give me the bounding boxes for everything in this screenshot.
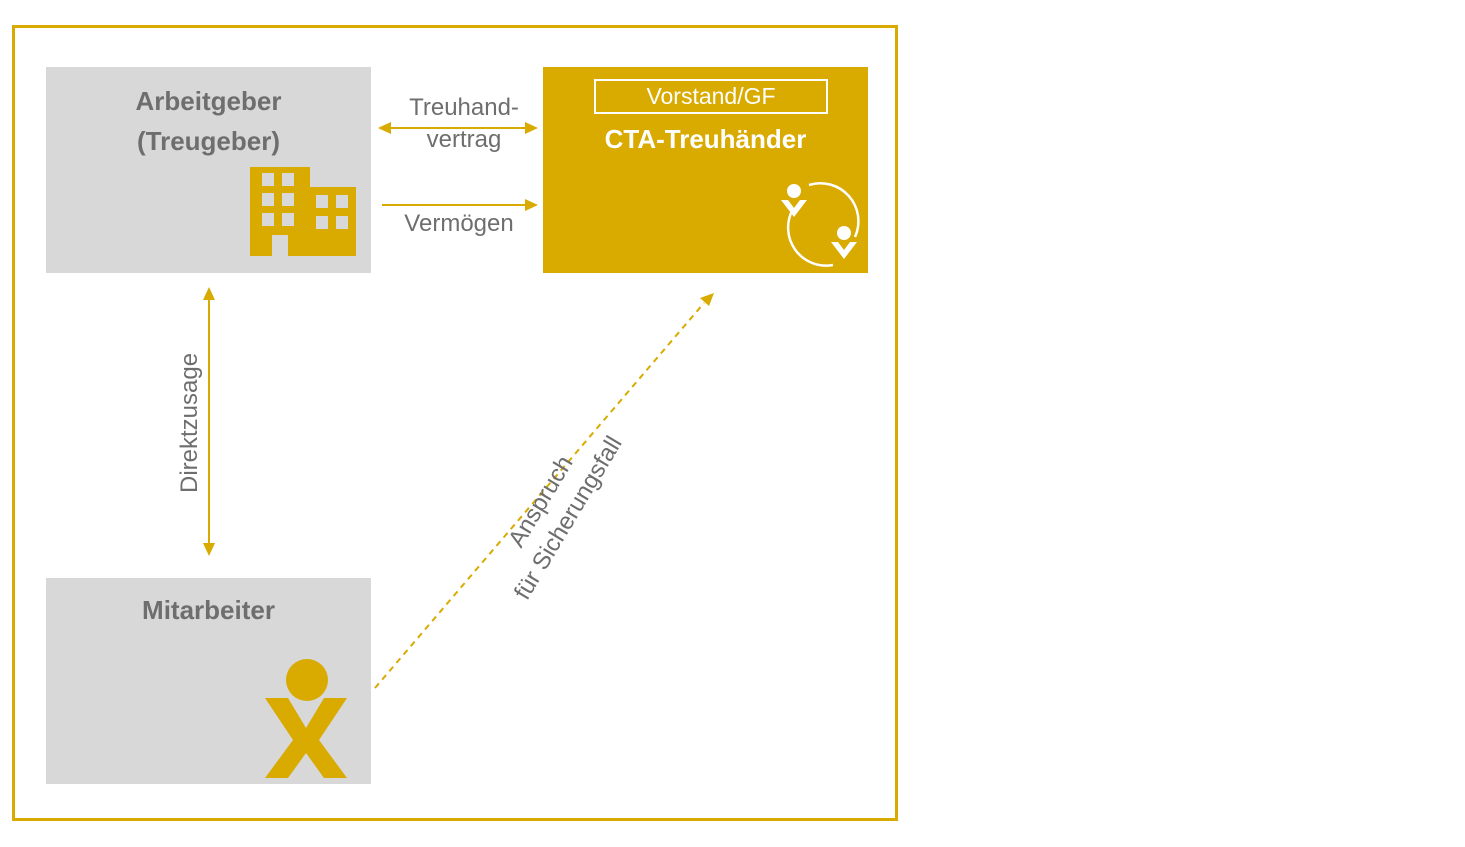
employer-title-line2: (Treugeber) (136, 126, 281, 156)
employee-title: Mitarbeiter (142, 595, 275, 625)
employer-title: Arbeitgeber (Treugeber) (46, 81, 371, 161)
trust-contract-label: Treuhand- vertrag (394, 92, 534, 156)
role-tag: Vorstand/GF (594, 79, 828, 114)
direct-commitment-label: Direktzusage (176, 352, 203, 493)
employer-box: Arbeitgeber (Treugeber) (46, 67, 371, 273)
assets-label: Vermögen (404, 210, 514, 237)
trust-contract-label-line2: vertrag (426, 126, 502, 153)
trust-contract-label-line1: Treuhand- (409, 94, 519, 121)
cta-trustee-box: Vorstand/GF CTA-Treuhänder (543, 67, 868, 273)
cycle-people-icon (781, 182, 860, 267)
building-icon (250, 167, 356, 256)
person-icon (265, 659, 347, 778)
diagram-frame (12, 25, 898, 821)
employee-box: Mitarbeiter (46, 578, 371, 784)
cta-trustee-title: CTA-Treuhänder (604, 124, 807, 154)
employer-title-line1: Arbeitgeber (135, 86, 282, 116)
